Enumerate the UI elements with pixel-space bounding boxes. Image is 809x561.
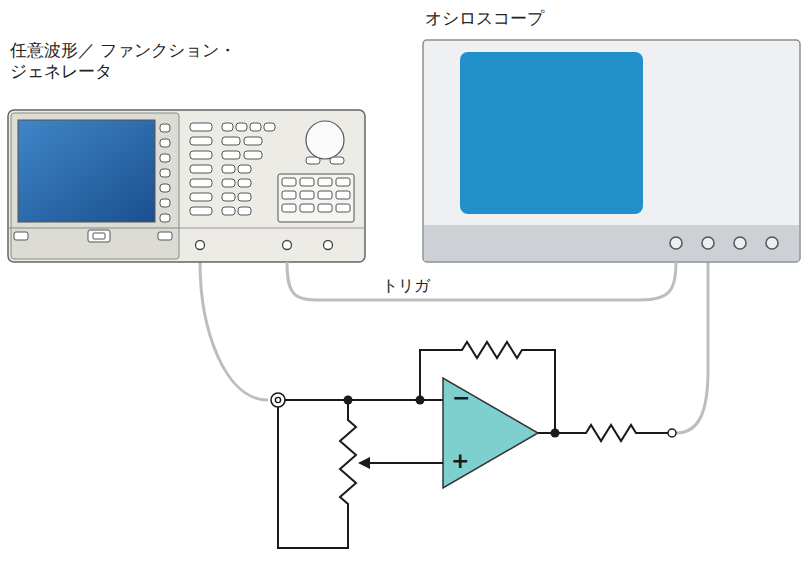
cable-label: トリガ [379, 276, 433, 295]
pin-sign: − [452, 387, 470, 409]
function-generator: 任意波形／ ファンクション・ジェネレータ [8, 110, 365, 262]
input-cable [200, 262, 268, 400]
oscilloscope-drawing [423, 40, 800, 262]
amplifier-circuit [271, 342, 676, 548]
instrument-title: オシロスコープ [425, 8, 645, 29]
instrument-title: 任意波形／ ファンクション・ジェネレータ [10, 40, 280, 83]
oscilloscope: オシロスコープ [423, 40, 800, 262]
trigger-cable [287, 262, 676, 300]
generator-drawing [8, 110, 365, 262]
pin-sign: + [451, 450, 469, 472]
output-cable [676, 262, 708, 433]
